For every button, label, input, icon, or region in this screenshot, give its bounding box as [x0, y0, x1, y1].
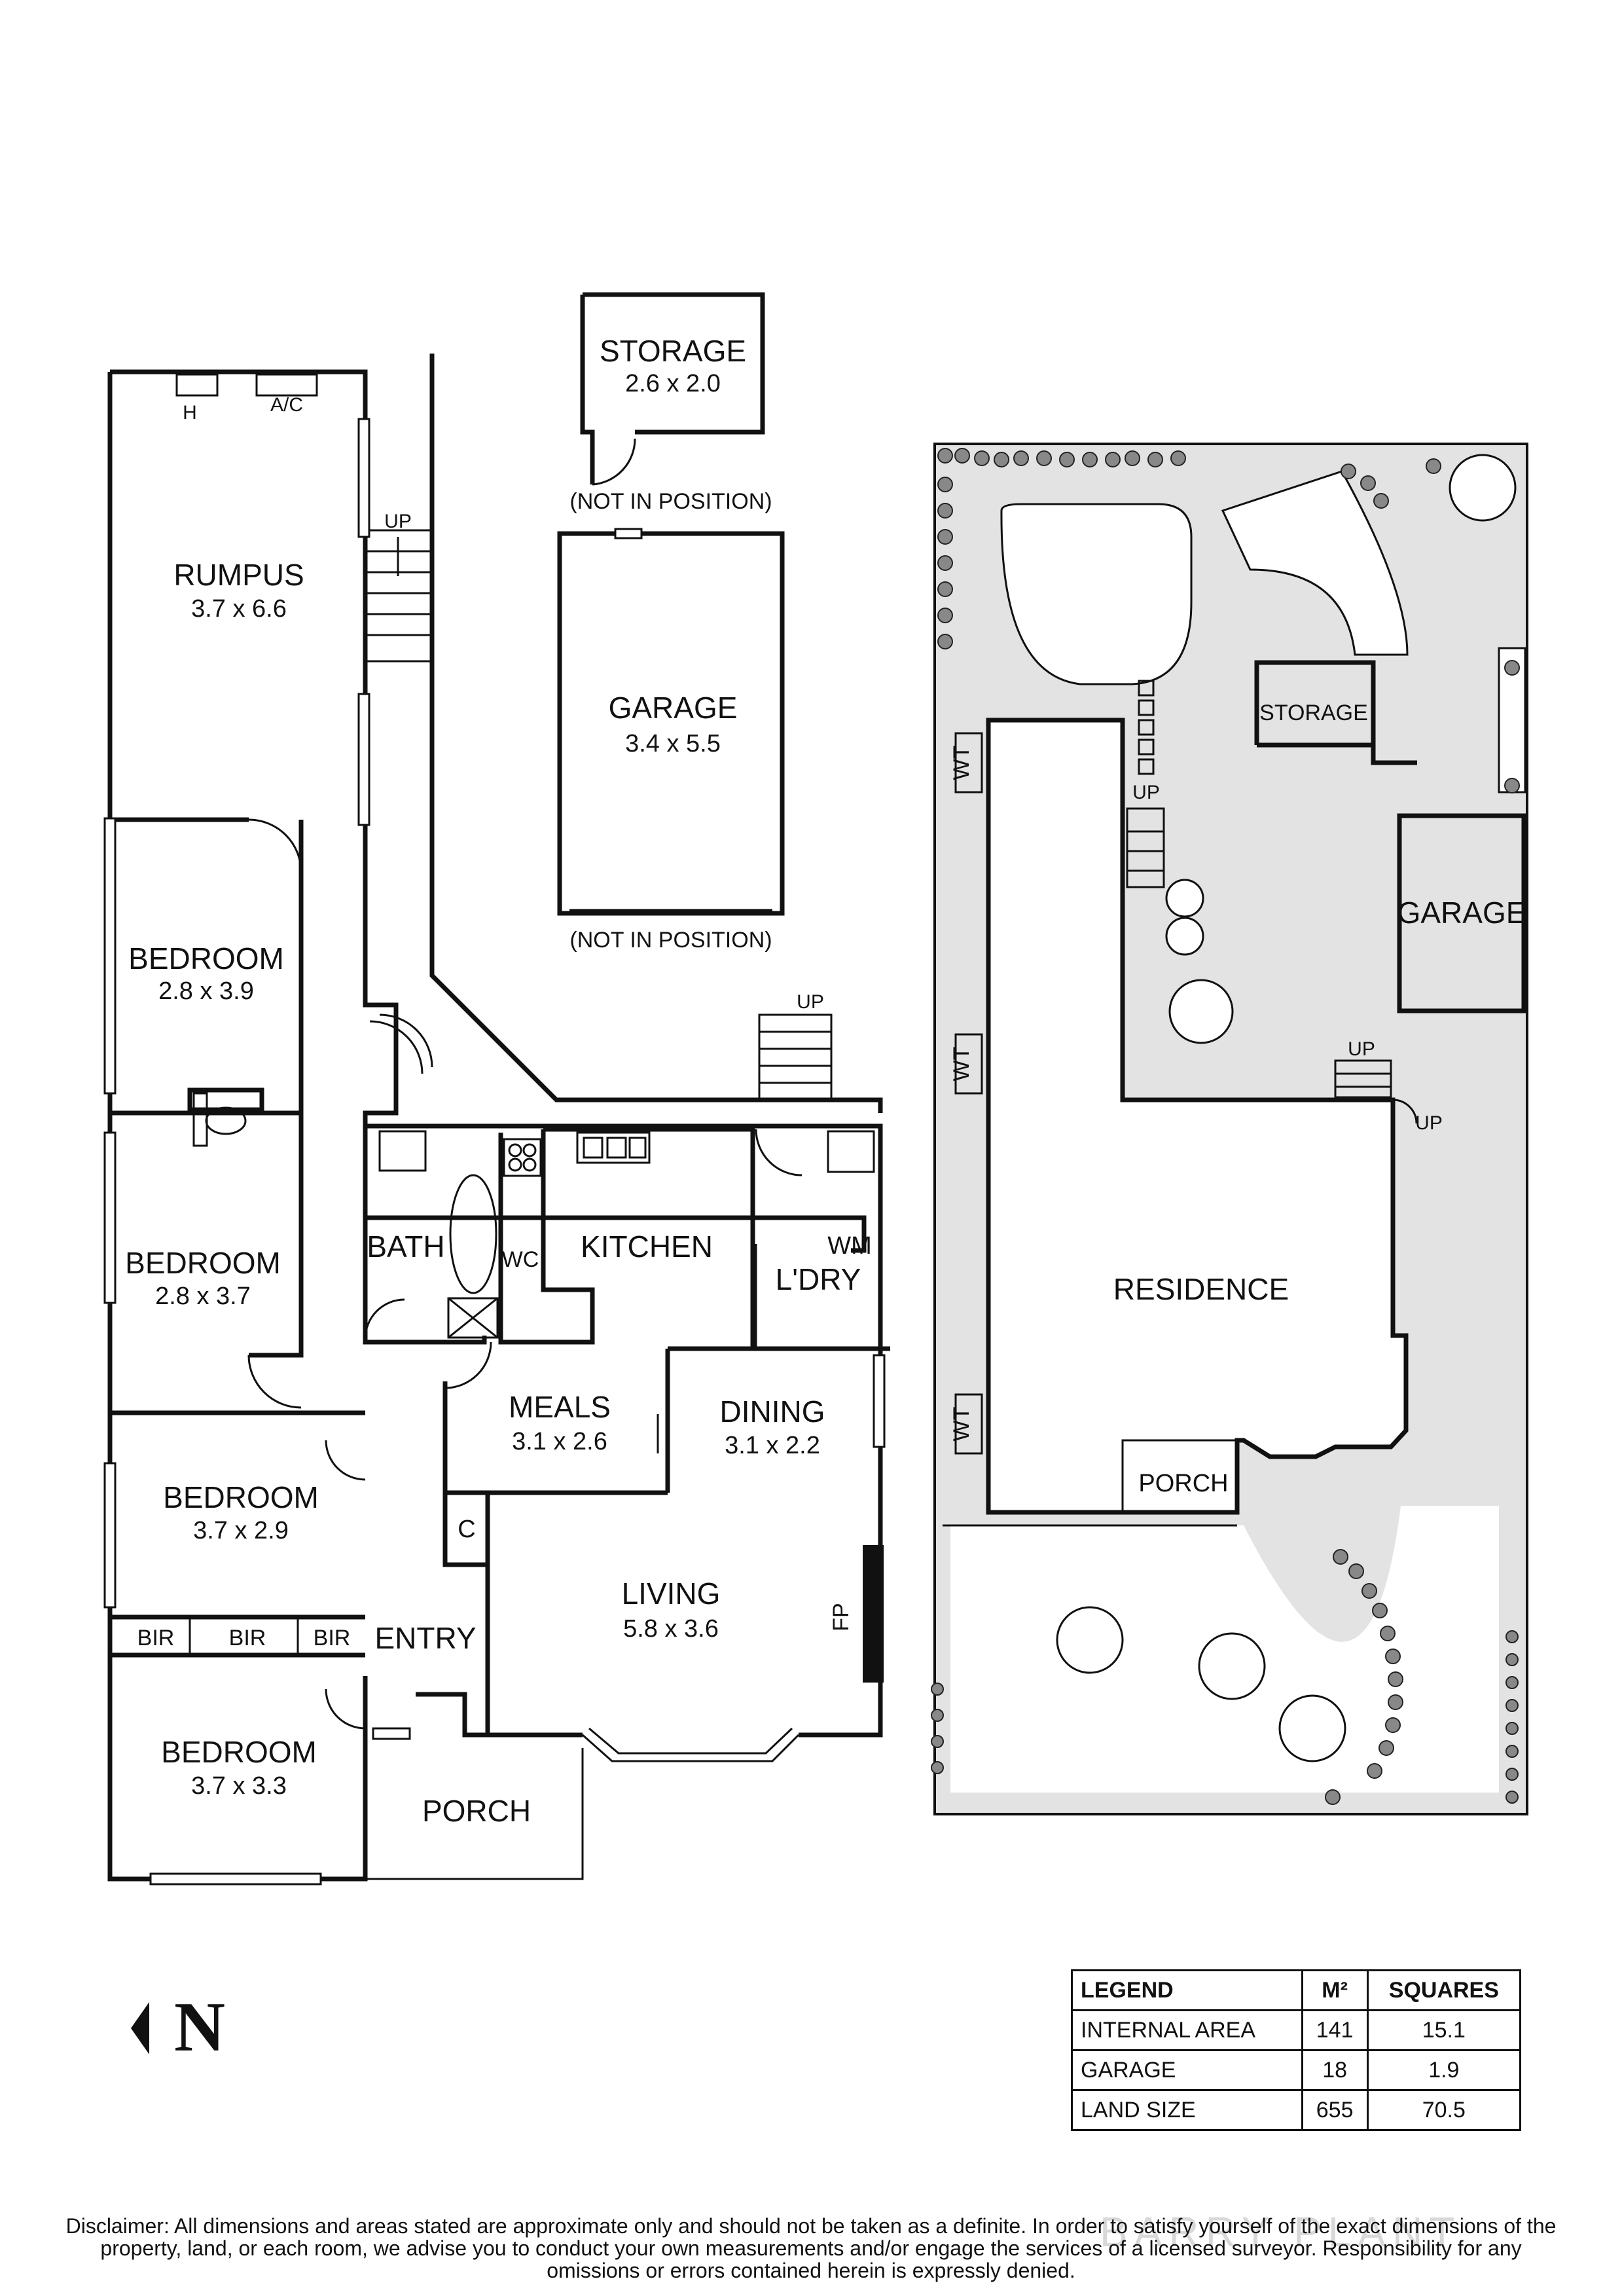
legend-row-m2: 18 — [1301, 2049, 1369, 2091]
bedroom-4-name: BEDROOM — [161, 1735, 317, 1769]
stairs-up-label: UP — [384, 511, 412, 532]
entry-name: ENTRY — [374, 1621, 476, 1655]
water-tank-label-2: WT — [949, 1047, 974, 1082]
garage-not-in-position: (NOT IN POSITION) — [569, 928, 772, 953]
bedroom-1-name: BEDROOM — [128, 941, 284, 975]
legend-row-m2: 655 — [1301, 2089, 1369, 2131]
watermark-logo: BARRY PLANT — [1100, 2208, 1462, 2255]
porch-name: PORCH — [422, 1794, 531, 1828]
fireplace-label: FP — [829, 1603, 854, 1631]
legend-header-squares: SQUARES — [1366, 1969, 1522, 2011]
north-arrow: N — [131, 1988, 249, 2068]
legend-row: GARAGE 18 1.9 — [1071, 2049, 1522, 2091]
meals-name: MEALS — [509, 1390, 611, 1424]
legend-row-squares: 1.9 — [1366, 2049, 1522, 2091]
cupboard-label: C — [458, 1516, 475, 1543]
dining-name: DINING — [720, 1394, 825, 1429]
deck-stairs-up-label: UP — [797, 991, 824, 1013]
bedroom-3-name: BEDROOM — [163, 1480, 319, 1514]
site-porch-label: PORCH — [1138, 1470, 1228, 1497]
garage-name: GARAGE — [609, 691, 738, 725]
storage-not-in-position: (NOT IN POSITION) — [569, 489, 772, 514]
legend-row-m2: 141 — [1301, 2009, 1369, 2051]
water-tank-label-3: WT — [949, 1407, 974, 1442]
bedroom-2-size: 2.8 x 3.7 — [155, 1283, 251, 1310]
legend-row-label: LAND SIZE — [1071, 2089, 1303, 2131]
site-up-label-1: UP — [1132, 782, 1160, 803]
garage-size: 3.4 x 5.5 — [625, 730, 721, 757]
bedroom-3-size: 3.7 x 2.9 — [193, 1517, 289, 1544]
storage-size: 2.6 x 2.0 — [625, 370, 721, 397]
rumpus-name: RUMPUS — [173, 558, 304, 592]
site-storage-label: STORAGE — [1259, 701, 1368, 725]
meals-size: 3.1 x 2.6 — [512, 1428, 607, 1455]
legend-row: INTERNAL AREA 141 15.1 — [1071, 2009, 1522, 2051]
bir-label-3: BIR — [314, 1626, 351, 1650]
living-size: 5.8 x 3.6 — [623, 1615, 719, 1643]
bedroom-2-name: BEDROOM — [125, 1246, 281, 1280]
area-legend-table: LEGEND M² SQUARES INTERNAL AREA 141 15.1… — [1071, 1969, 1522, 2131]
kitchen-name: KITCHEN — [581, 1230, 713, 1264]
legend-row: LAND SIZE 655 70.5 — [1071, 2089, 1522, 2131]
aircon-label: A/C — [270, 394, 303, 416]
living-name: LIVING — [622, 1576, 721, 1611]
site-up-label-2: UP — [1348, 1038, 1375, 1060]
legend-row-label: GARAGE — [1071, 2049, 1303, 2091]
legend-header-row: LEGEND M² SQUARES — [1071, 1969, 1522, 2011]
legend-header-m2: M² — [1301, 1969, 1369, 2011]
bedroom-4-size: 3.7 x 3.3 — [191, 1772, 287, 1800]
laundry-name: L'DRY — [776, 1262, 861, 1296]
legend-header-label: LEGEND — [1071, 1969, 1303, 2011]
site-plan — [931, 443, 1528, 1815]
bath-name: BATH — [367, 1230, 444, 1264]
wc-label: WC — [502, 1247, 539, 1272]
bedroom-1-size: 2.8 x 3.9 — [158, 977, 254, 1005]
north-label: N — [174, 1988, 225, 2066]
storage-name: STORAGE — [600, 334, 746, 368]
legend-row-squares: 70.5 — [1366, 2089, 1522, 2131]
north-arrow-icon — [131, 2002, 149, 2054]
site-garage-label: GARAGE — [1397, 896, 1526, 930]
bir-label-1: BIR — [137, 1626, 175, 1650]
washing-machine-label: WM — [827, 1232, 872, 1260]
disclaimer-text: Disclaimer: All dimensions and areas sta… — [65, 2214, 1557, 2282]
site-up-label-3: UP — [1415, 1112, 1443, 1134]
site-residence-label: RESIDENCE — [1113, 1272, 1289, 1306]
hedge-shrubs — [931, 448, 1520, 1805]
heater-label: H — [183, 402, 197, 424]
legend-row-label: INTERNAL AREA — [1071, 2009, 1303, 2051]
water-tank-label-1: WT — [949, 746, 974, 780]
floor-plan — [103, 292, 890, 1886]
dining-size: 3.1 x 2.2 — [725, 1432, 820, 1459]
bir-label-2: BIR — [229, 1626, 266, 1650]
rumpus-size: 3.7 x 6.6 — [191, 595, 287, 623]
legend-row-squares: 15.1 — [1366, 2009, 1522, 2051]
